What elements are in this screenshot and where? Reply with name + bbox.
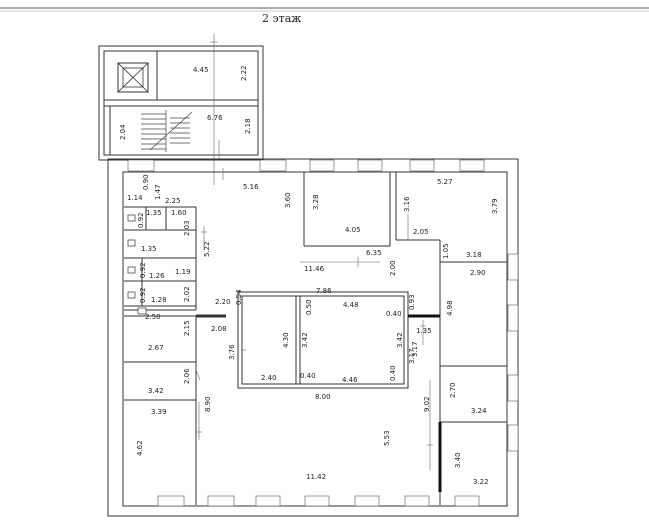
stairs bbox=[141, 110, 193, 152]
dim-label: 1.35 bbox=[416, 327, 432, 335]
dim-label: 2.67 bbox=[148, 344, 164, 352]
dim-label: 3.42 bbox=[301, 332, 309, 348]
dim-label: 4.62 bbox=[136, 440, 144, 456]
dim-label: 2.40 bbox=[261, 374, 277, 382]
dim-label: 1.35 bbox=[141, 245, 157, 253]
dim-label: 4.45 bbox=[193, 66, 209, 74]
dim-label: 2.90 bbox=[470, 269, 486, 277]
dim-label: 4.05 bbox=[345, 226, 361, 234]
floor-title: 2 этаж bbox=[262, 12, 301, 25]
dim-label: 3.60 bbox=[284, 192, 292, 208]
dim-label: 2.22 bbox=[240, 65, 248, 81]
interior-walls bbox=[124, 172, 507, 505]
dim-label: 3.17 bbox=[408, 348, 416, 364]
dim-label: 3.39 bbox=[151, 408, 167, 416]
dim-label: 0.40 bbox=[386, 310, 402, 318]
dim-label: 2.03 bbox=[183, 220, 191, 236]
dim-label: 3.17 bbox=[411, 341, 419, 357]
dim-label: 5.16 bbox=[243, 183, 259, 191]
dim-label: 8.00 bbox=[315, 393, 331, 401]
dim-label: 3.18 bbox=[466, 251, 482, 259]
dim-label: 2.18 bbox=[244, 118, 252, 134]
dim-label: 0.92 bbox=[137, 212, 145, 228]
dim-label: 3.42 bbox=[396, 332, 404, 348]
dim-label: 2.50 bbox=[145, 313, 161, 321]
dim-label: 1.47 bbox=[154, 184, 162, 200]
stair-block bbox=[98, 34, 264, 185]
dim-label: 2.05 bbox=[413, 228, 429, 236]
dim-label: 3.16 bbox=[403, 196, 411, 212]
windows bbox=[127, 159, 519, 507]
dimension-labels: 4.45 6.76 5.16 5.27 1.14 2.25 1.35 1.60 … bbox=[127, 66, 489, 486]
dim-label: 5.27 bbox=[437, 178, 453, 186]
dim-label: 4.48 bbox=[343, 301, 359, 309]
dim-label: 0.40 bbox=[300, 372, 316, 380]
dim-label: 3.22 bbox=[473, 478, 489, 486]
dim-label: 0.50 bbox=[305, 299, 313, 315]
dimension-ticks bbox=[195, 168, 433, 470]
dim-label: 2.04 bbox=[119, 124, 127, 140]
dim-label: 3.76 bbox=[228, 344, 236, 360]
dim-label: 0.93 bbox=[408, 294, 416, 310]
dim-label: 3.79 bbox=[491, 198, 499, 214]
dim-label: 0.90 bbox=[142, 174, 150, 190]
dimension-labels-vertical: 2.22 2.18 2.04 3.60 3.28 3.16 3.79 0.90 … bbox=[119, 65, 499, 468]
dim-label: 4.46 bbox=[342, 376, 358, 384]
dim-label: 4.30 bbox=[282, 332, 290, 348]
dim-label: 0.54 bbox=[235, 289, 243, 305]
dim-label: 4.98 bbox=[446, 300, 454, 316]
dim-label: 2.15 bbox=[183, 320, 191, 336]
dim-label: 2.20 bbox=[215, 298, 231, 306]
dim-label: 6.76 bbox=[207, 114, 223, 122]
dim-label: 2.06 bbox=[183, 368, 191, 384]
dim-label: 5.22 bbox=[203, 241, 211, 257]
dim-label: 0.92 bbox=[139, 287, 147, 303]
dim-label: 3.24 bbox=[471, 407, 487, 415]
dim-label: 2.00 bbox=[389, 260, 397, 276]
dim-label: 5.53 bbox=[383, 430, 391, 446]
dim-label: 8.90 bbox=[204, 396, 212, 412]
dim-label: 7.86 bbox=[316, 287, 332, 295]
dim-label: 2.08 bbox=[211, 325, 227, 333]
elevator-shaft bbox=[117, 62, 149, 93]
dim-label: 0.40 bbox=[389, 365, 397, 381]
dim-label: 3.42 bbox=[148, 387, 164, 395]
dim-label: 3.40 bbox=[454, 452, 462, 468]
dim-label: 2.25 bbox=[165, 197, 181, 205]
dim-label: 1.14 bbox=[127, 194, 143, 202]
dim-label: 3.28 bbox=[312, 194, 320, 210]
dim-label: 6.35 bbox=[366, 249, 382, 257]
dim-label: 1.28 bbox=[151, 296, 167, 304]
dim-label: 1.05 bbox=[442, 243, 450, 259]
dim-label: 1.26 bbox=[149, 272, 165, 280]
dim-label: 2.70 bbox=[449, 382, 457, 398]
wc-fixtures bbox=[127, 214, 147, 315]
dim-label: 9.02 bbox=[423, 396, 431, 412]
dim-label: 11.42 bbox=[306, 473, 326, 481]
dim-label: 1.60 bbox=[171, 209, 187, 217]
dim-label: 2.02 bbox=[183, 286, 191, 302]
dim-label: 1.35 bbox=[146, 209, 162, 217]
dim-label: 0.92 bbox=[139, 262, 147, 278]
dim-label: 1.19 bbox=[175, 268, 191, 276]
dim-label: 11.46 bbox=[304, 265, 325, 273]
